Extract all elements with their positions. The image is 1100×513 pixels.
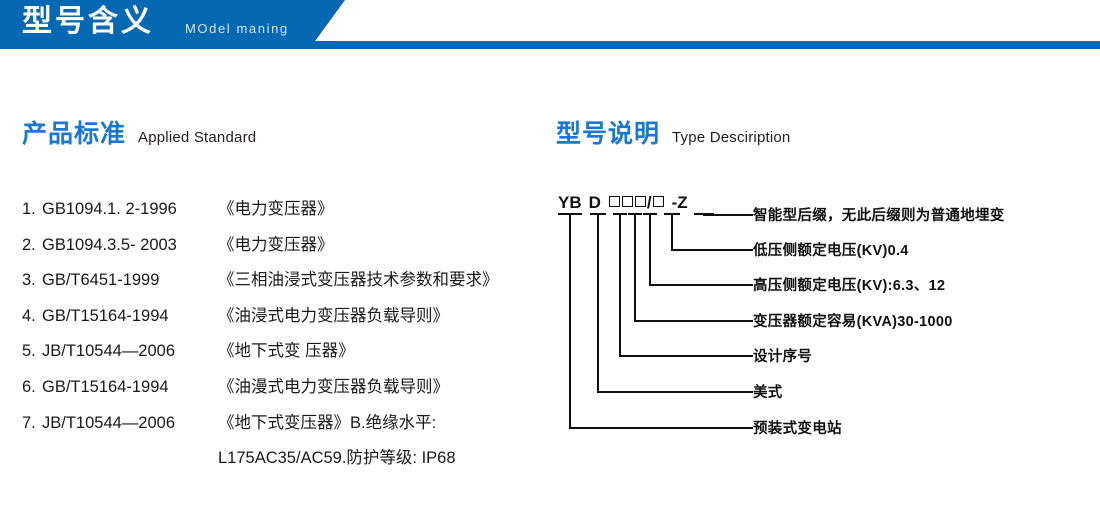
header-title-cn: 型号含义 xyxy=(22,5,154,38)
standard-name: 《油漫式电力变压器负载导则》 xyxy=(218,377,449,396)
code-box-2 xyxy=(621,196,633,207)
code-box-3 xyxy=(634,196,646,207)
standard-index: 4. xyxy=(22,306,36,325)
code-segment-z: -Z xyxy=(671,193,688,212)
standard-row: 2. GB1094.3.5- 2003 《电力变压器》 xyxy=(22,228,562,264)
applied-standard-list: 1. GB1094.1. 2-1996 《电力变压器》 2. GB1094.3.5- 2… xyxy=(22,192,562,477)
type-description-heading-en: Type Desciription xyxy=(672,129,791,146)
standard-index: 7. xyxy=(22,413,36,432)
code-box-1 xyxy=(608,196,620,207)
standard-index: 2. xyxy=(22,235,36,254)
type-code-diagram: YB D / -Z xyxy=(556,192,1086,442)
code-segment-d: D xyxy=(588,193,601,212)
standard-index: 6. xyxy=(22,377,36,396)
standard-index: 1. xyxy=(22,200,36,218)
header-title-en: MOdel maning xyxy=(185,21,289,36)
standard-name: 《油浸式电力变压器负载导则》 xyxy=(218,306,449,325)
code-slash: / xyxy=(646,193,652,212)
standard-row: 4. GB/T15164-1994 《油浸式电力变压器负载导则》 xyxy=(22,299,562,335)
standard-code: JB/T10544—2006 xyxy=(42,342,176,361)
callout-label: 设计序号 xyxy=(753,349,813,365)
type-code-string: YB D / -Z xyxy=(558,192,688,214)
standard-code: JB/T10544—2006 xyxy=(42,413,176,432)
standard-row: 5. JB/T10544—2006 《地下式变 压器》 xyxy=(22,334,562,370)
callout-label: 变压器额定容易(KVA)30-1000 xyxy=(753,314,953,330)
type-description-heading-cn: 型号说明 xyxy=(556,120,661,148)
standard-name: 《电力变压器》 xyxy=(218,235,334,254)
header-baseline-bar xyxy=(0,41,1100,49)
standard-row: 1. GB1094.1. 2-1996 《电力变压器》 xyxy=(22,192,562,228)
code-segment-yb: YB xyxy=(558,193,582,212)
standard-code: GB1094.1. 2-1996 xyxy=(42,200,177,218)
standard-row: 3. GB/T6451-1999 《三相油浸式变压器技术参数和要求》 xyxy=(22,263,562,299)
callout-label: 高压侧额定电压(KV):6.3、12 xyxy=(753,278,946,294)
standard-code: GB/T6451-1999 xyxy=(42,271,160,290)
callout-label: 预装式变电站 xyxy=(753,421,842,437)
applied-standard-heading: 产品标准 Applied Standard xyxy=(22,114,256,150)
standard-name-continued: L175AC35/AC59.防护等级: IP68 xyxy=(218,449,456,468)
callout-label: 美式 xyxy=(753,385,783,401)
leader-lines xyxy=(558,213,753,429)
standard-row: 6. GB/T15164-1994 《油漫式电力变压器负载导则》 xyxy=(22,370,562,406)
standard-index: 5. xyxy=(22,342,36,361)
standard-name: 《地下式变压器》B.绝缘水平: xyxy=(218,413,437,432)
standard-index: 3. xyxy=(22,271,36,290)
standard-row: 7. JB/T10544—2006 《地下式变压器》B.绝缘水平: xyxy=(22,406,562,442)
code-box-4 xyxy=(652,196,664,207)
standard-code: GB1094.3.5- 2003 xyxy=(42,235,177,254)
standard-name: 《三相油浸式变压器技术参数和要求》 xyxy=(218,271,499,290)
standard-code: GB/T15164-1994 xyxy=(42,306,169,325)
type-description-heading: 型号说明 Type Desciription xyxy=(556,114,790,150)
standard-code: GB/T15164-1994 xyxy=(42,377,169,396)
page-header-banner: 型号含义 MOdel maning xyxy=(0,0,1100,49)
header-blue-block xyxy=(0,0,345,48)
standard-name: 《地下式变 压器》 xyxy=(218,342,355,361)
standard-name: 《电力变压器》 xyxy=(218,200,334,218)
callout-label: 低压侧额定电压(KV)0.4 xyxy=(753,243,909,259)
applied-standard-heading-en: Applied Standard xyxy=(138,129,257,146)
callout-label: 智能型后缀，无此后缀则为普通地埋变 xyxy=(753,208,1005,224)
applied-standard-heading-cn: 产品标准 xyxy=(22,120,127,148)
